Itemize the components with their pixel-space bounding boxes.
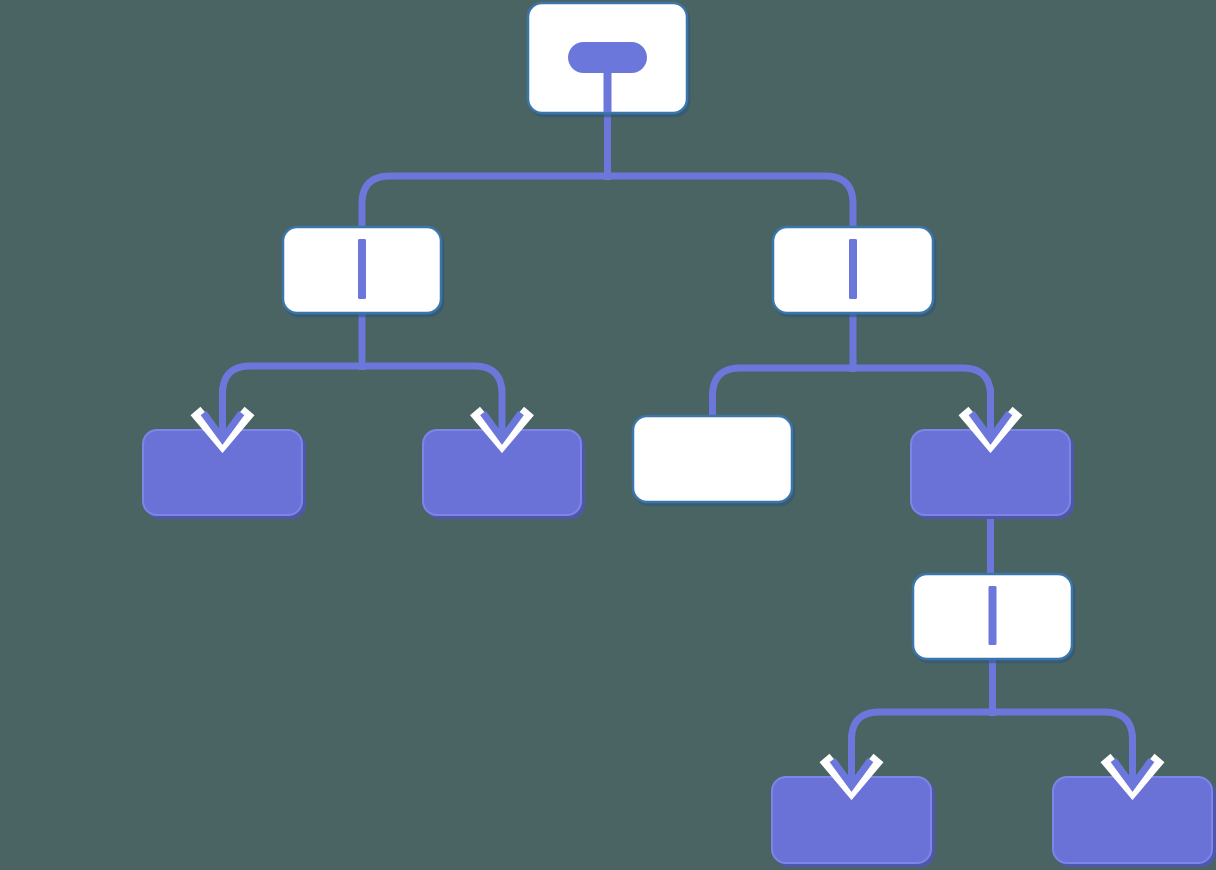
vertical-bar-icon xyxy=(988,586,997,645)
vertical-bar-icon xyxy=(358,239,366,299)
arrow-head-icon xyxy=(480,410,524,445)
connector-rail-right xyxy=(709,364,994,436)
connector-rail-bottom xyxy=(848,708,1136,783)
connector-rail-left xyxy=(219,362,506,436)
connector-rail-root xyxy=(358,172,857,232)
arrows-layer xyxy=(190,388,1165,801)
vertical-bar-icon xyxy=(849,239,857,299)
pill-stem-icon xyxy=(603,58,612,112)
node-glyphs-layer xyxy=(358,42,997,645)
tree-node-child-plain[interactable] xyxy=(631,414,794,504)
nodes-layer xyxy=(142,1,1213,864)
arrow-head-icon xyxy=(829,757,874,792)
connector-lines-layer xyxy=(219,72,1136,783)
pill-icon xyxy=(568,42,647,73)
arrow-head-icon xyxy=(200,410,245,445)
arrow-head-icon xyxy=(968,410,1013,445)
arrow-head-icon xyxy=(1110,757,1155,792)
